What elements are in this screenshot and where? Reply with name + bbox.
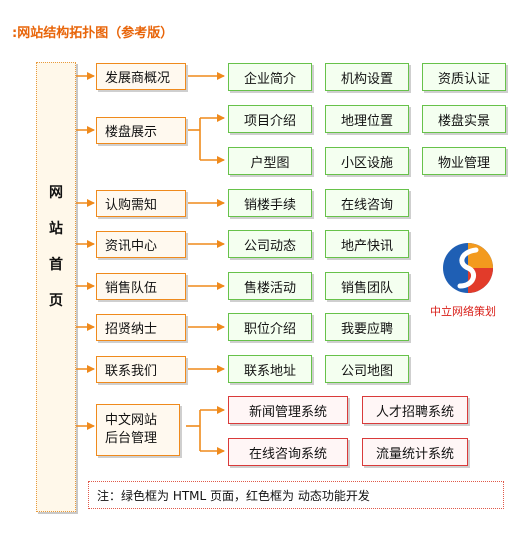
- category-developer-overview: 发展商概况: [96, 63, 186, 90]
- page-sales-events: 售楼活动: [228, 272, 312, 300]
- page-purchase-procedure: 销楼手续: [228, 189, 312, 217]
- system-news-management: 新闻管理系统: [228, 396, 348, 424]
- category-purchase-notice: 认购需知: [96, 190, 186, 217]
- page-contact-address: 联系地址: [228, 355, 312, 383]
- page-company-intro: 企业简介: [228, 63, 312, 91]
- page-organization: 机构设置: [325, 63, 409, 91]
- diagram-title: :网站结构拓扑图（参考版）: [12, 26, 174, 41]
- category-backend-admin: 中文网站 后台管理: [96, 404, 180, 456]
- home-page-box: 网 站 首 页: [36, 62, 76, 512]
- category-recruitment: 招贤纳士: [96, 314, 186, 341]
- page-facilities: 小区设施: [325, 147, 409, 175]
- page-sales-team: 销售团队: [325, 272, 409, 300]
- page-apply: 我要应聘: [325, 313, 409, 341]
- page-company-map: 公司地图: [325, 355, 409, 383]
- system-talent-recruitment: 人才招聘系统: [362, 396, 468, 424]
- category-news-center: 资讯中心: [96, 231, 186, 258]
- category-contact-us: 联系我们: [96, 356, 186, 383]
- page-job-intro: 职位介绍: [228, 313, 312, 341]
- system-online-consult: 在线咨询系统: [228, 438, 348, 466]
- category-sales-team: 销售队伍: [96, 273, 186, 300]
- home-page-label: 网 站 首 页: [49, 185, 63, 309]
- page-location: 地理位置: [325, 105, 409, 133]
- system-traffic-stats: 流量统计系统: [362, 438, 468, 466]
- page-company-news: 公司动态: [228, 230, 312, 258]
- page-property-photos: 楼盘实景: [422, 105, 506, 133]
- page-project-intro: 项目介绍: [228, 105, 312, 133]
- page-floor-plans: 户型图: [228, 147, 312, 175]
- category-property-showcase: 楼盘展示: [96, 117, 186, 144]
- page-online-consult: 在线咨询: [325, 189, 409, 217]
- company-logo: [443, 243, 493, 293]
- page-property-news: 地产快讯: [325, 230, 409, 258]
- logo-text: 中立网络策划: [430, 305, 496, 318]
- legend-note: 注：绿色框为 HTML 页面，红色框为 动态功能开发: [88, 481, 504, 509]
- page-property-management: 物业管理: [422, 147, 506, 175]
- page-certification: 资质认证: [422, 63, 506, 91]
